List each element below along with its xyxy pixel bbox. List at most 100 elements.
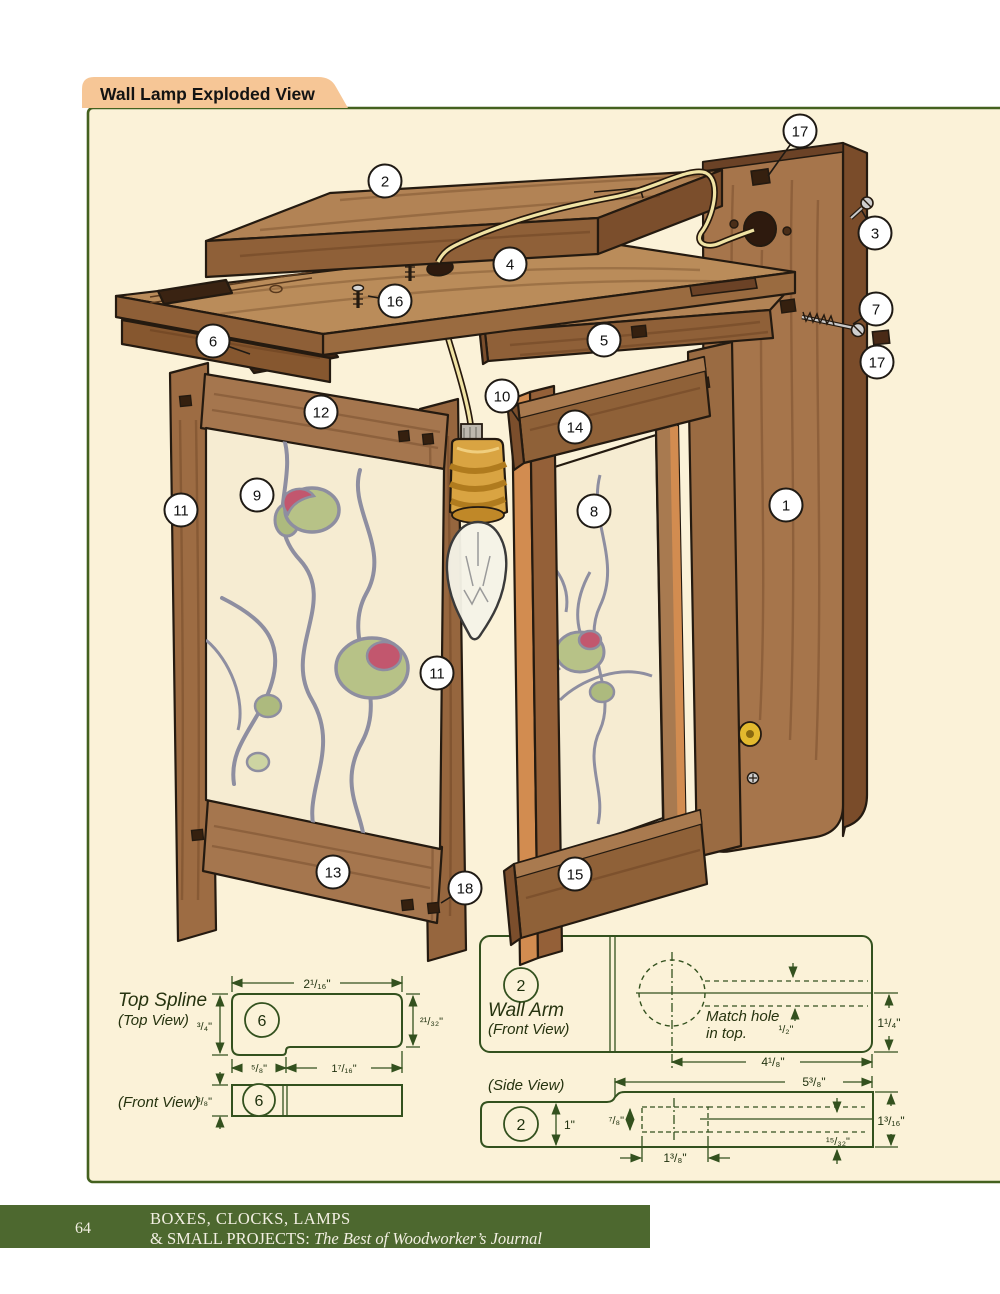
callout-9: 9 bbox=[239, 477, 275, 513]
callout-6: 6 bbox=[195, 323, 231, 359]
callout-2: 2 bbox=[367, 163, 403, 199]
top-plate-part bbox=[114, 228, 797, 384]
glass-panel-left bbox=[204, 426, 446, 851]
note-line2: in top. bbox=[706, 1025, 747, 1042]
callout-4: 4 bbox=[492, 246, 528, 282]
dim-width: 2¹/₁₆" bbox=[303, 977, 330, 991]
callout-16: 16 bbox=[377, 283, 413, 319]
svg-text:4: 4 bbox=[506, 257, 514, 274]
square-plug bbox=[779, 298, 797, 314]
part-number: 6 bbox=[255, 1093, 264, 1110]
svg-text:17: 17 bbox=[792, 124, 809, 141]
top-spline-outline bbox=[231, 993, 403, 1056]
dim-arm-length: 4¹/₈" bbox=[761, 1055, 784, 1069]
footer-book-title: The Best of Woodworker’s Journal bbox=[314, 1229, 542, 1248]
part-number: 2 bbox=[517, 1117, 526, 1134]
square-plug bbox=[750, 167, 771, 186]
callout-11: 11 bbox=[163, 492, 199, 528]
power-cord-lower bbox=[443, 333, 475, 429]
screw-7 bbox=[801, 311, 866, 338]
callout-14: 14 bbox=[557, 409, 593, 445]
square-plug bbox=[190, 828, 205, 842]
svg-text:8: 8 bbox=[590, 504, 598, 521]
spline-slot bbox=[689, 277, 758, 297]
side-view-outline bbox=[480, 1091, 874, 1148]
bulb-filament bbox=[463, 532, 491, 606]
part-circle-2b bbox=[503, 1106, 539, 1142]
wall-arm-drawing: 2 Wall Arm (Front View) Match hole in to… bbox=[479, 935, 901, 1069]
front-view-label: (Front View) bbox=[118, 1094, 199, 1111]
spline-in-groove bbox=[156, 278, 234, 306]
part-number: 2 bbox=[517, 978, 526, 995]
dim-arm-height: 1¹/₄" bbox=[877, 1016, 900, 1030]
square-plug bbox=[426, 901, 441, 915]
part-circle-6b bbox=[242, 1083, 276, 1117]
dim-hole-offset: ¹/₂" bbox=[779, 1024, 794, 1036]
screw-3 bbox=[849, 196, 874, 220]
svg-text:13: 13 bbox=[325, 865, 342, 882]
cord-hole bbox=[743, 211, 777, 247]
bulb-assembly bbox=[445, 423, 509, 641]
footer-bar: 64 BOXES, CLOCKS, LAMPS & SMALL PROJECTS… bbox=[0, 1205, 650, 1248]
part-circle-2 bbox=[503, 967, 539, 1003]
stained-glass-left bbox=[206, 430, 410, 849]
dim-total-height: 1³/₁₆" bbox=[877, 1114, 904, 1128]
tech-drawings: Top Spline (Top View) 6 2¹/₁₆" ³/₄" ²¹/₃… bbox=[118, 935, 905, 1165]
top-spline-subtitle: (Top View) bbox=[118, 1012, 189, 1029]
dim-tongue: 1⁷/₁₆" bbox=[331, 1063, 356, 1075]
part-number: 6 bbox=[258, 1013, 267, 1030]
tab-title: Wall Lamp Exploded View bbox=[100, 84, 315, 104]
screw-16a bbox=[351, 284, 365, 308]
footer-line2: & SMALL PROJECTS: The Best of Woodworker… bbox=[150, 1229, 542, 1248]
svg-text:3: 3 bbox=[871, 226, 879, 243]
callout-10: 10 bbox=[484, 378, 520, 414]
svg-text:10: 10 bbox=[494, 389, 511, 406]
svg-text:9: 9 bbox=[253, 488, 261, 505]
callout-12: 12 bbox=[303, 394, 339, 430]
callout-18: 18 bbox=[447, 870, 483, 906]
footer-line2-prefix: & SMALL PROJECTS: bbox=[150, 1229, 314, 1248]
dado-outline bbox=[641, 1106, 709, 1133]
svg-text:18: 18 bbox=[457, 881, 474, 898]
svg-text:11: 11 bbox=[429, 666, 445, 683]
callout-7: 7 bbox=[858, 291, 894, 327]
rear-stile bbox=[686, 340, 743, 859]
part-circle-6 bbox=[244, 1002, 280, 1038]
dim-notch: ⁵/₈" bbox=[251, 1063, 267, 1075]
wall-arm-side-drawing: (Side View) 5³/₈" 2 1" ⁷/₈" 1³/₈" ¹⁵/₃₂" bbox=[480, 1075, 905, 1165]
svg-text:2: 2 bbox=[381, 174, 389, 191]
page-number: 64 bbox=[75, 1220, 91, 1237]
callout-8: 8 bbox=[576, 493, 612, 529]
screw-hole bbox=[729, 219, 739, 229]
wall-arm-subtitle: (Front View) bbox=[488, 1021, 569, 1038]
svg-text:7: 7 bbox=[872, 302, 880, 319]
power-cord-upper bbox=[435, 168, 756, 264]
note-line1: Match hole bbox=[706, 1008, 779, 1025]
svg-text:6: 6 bbox=[209, 334, 217, 351]
square-plug bbox=[421, 432, 435, 446]
square-plug bbox=[397, 429, 411, 443]
section-tab: Wall Lamp Exploded View bbox=[82, 77, 348, 108]
dim-side-length: 5³/₈" bbox=[802, 1075, 825, 1089]
square-plug bbox=[178, 394, 193, 408]
wall-arm-title: Wall Arm bbox=[488, 1000, 564, 1021]
svg-text:14: 14 bbox=[567, 420, 584, 437]
top-cap-part bbox=[204, 168, 724, 279]
callout-11: 11 bbox=[419, 655, 455, 691]
square-plug bbox=[400, 898, 415, 912]
bottom-rail-15 bbox=[502, 808, 709, 947]
svg-text:11: 11 bbox=[173, 503, 189, 520]
svg-text:17: 17 bbox=[869, 355, 886, 372]
dim-dado-width: 1³/₈" bbox=[663, 1151, 686, 1165]
callout-15: 15 bbox=[557, 856, 593, 892]
svg-text:1: 1 bbox=[782, 498, 790, 515]
inner-stile-face bbox=[670, 426, 686, 848]
side-view-label: (Side View) bbox=[488, 1077, 564, 1094]
dim-right-h: ²¹/₃₂" bbox=[420, 1016, 443, 1028]
screw-pilot-hole bbox=[269, 284, 283, 294]
callout-17: 17 bbox=[782, 113, 818, 149]
square-plug bbox=[630, 324, 648, 339]
